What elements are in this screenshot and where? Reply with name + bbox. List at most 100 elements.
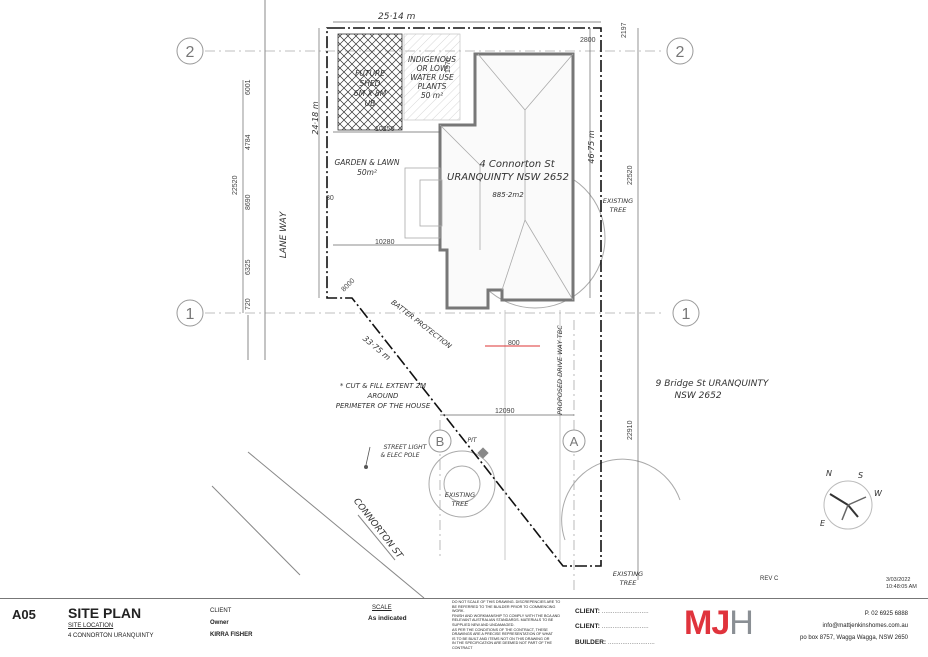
print-date: 3/03/2022 — [886, 577, 910, 583]
shed-label-3: 6M X 8M — [354, 89, 387, 98]
sign-client-1-line: .......................... — [601, 608, 649, 615]
dim-10250: 10250 — [375, 126, 395, 133]
sign-client-1-label: CLIENT: — [575, 608, 600, 615]
shed-label-2: SHED — [360, 79, 381, 88]
house-address-line1: 4 Connorton St — [479, 159, 555, 170]
cut-fill-label-3: PERIMETER OF THE HOUSE — [336, 402, 431, 410]
existing-tree-front — [428, 450, 496, 518]
north-point-compass-icon: N W S E — [820, 469, 883, 530]
mjh-logo: MJH — [684, 604, 754, 642]
plants-label-5: 50 m² — [421, 91, 443, 100]
note-line: WORK. — [452, 609, 465, 614]
sheet-title: SITE PLAN — [68, 605, 142, 621]
house-area: 885·2m2 — [492, 191, 524, 199]
grid-bubble-2-right — [666, 37, 694, 65]
company-email[interactable]: info@mattjenkinshomes.com.au — [822, 623, 908, 629]
left-boundary-dim: 24·18 m — [311, 101, 320, 134]
dim-1976: 1976 — [445, 57, 452, 73]
dim-8690: 8690 — [245, 194, 252, 210]
logo-h: H — [729, 604, 754, 642]
plants-label-1: INDIGENOUS — [408, 55, 456, 64]
grid-bubble-2-left — [176, 37, 204, 65]
note-line: IS TO BE BUILT AND ITEMS NOT ON THIS DRA… — [452, 636, 550, 641]
note-line: DRAWINGS ARE A PRECISE REPRESENTATION OF… — [452, 632, 553, 637]
sign-client-2-label: CLIENT: — [575, 623, 600, 630]
site-plan-drawing: 2 2 1 1 B A — [176, 0, 917, 598]
cut-fill-label-2: AROUND — [367, 392, 400, 400]
driveway — [485, 310, 561, 560]
pit-icon — [477, 447, 489, 459]
roof-lines — [404, 53, 574, 301]
grid-bubble-b — [428, 429, 452, 453]
dim-10280: 10280 — [375, 239, 395, 246]
pit-label: PIT — [467, 437, 477, 444]
logo-j: J — [711, 604, 730, 642]
batter-protection-label: BATTER PROTECTION — [389, 298, 453, 351]
scale-label: SCALE — [372, 605, 392, 611]
sheet-location: 4 CONNORTON URANQUINTY — [68, 633, 154, 639]
tree-label-front-2: TREE — [452, 500, 470, 508]
sign-builder: BUILDER: .......................... — [575, 639, 655, 646]
sign-builder-label: BUILDER: — [575, 639, 607, 646]
owner-name: KIRRA FISHER — [210, 632, 253, 638]
street-light-icon — [364, 465, 368, 469]
grid-label-2-left: 2 — [186, 44, 195, 61]
dim-6001: 6001 — [245, 79, 252, 95]
street-name-label: CONNORTON ST — [351, 497, 405, 562]
compass-n: N — [826, 469, 832, 478]
tree-label-corner-2: TREE — [620, 579, 638, 587]
compass-s: S — [858, 471, 863, 480]
street-light-label-1: STREET LIGHT — [384, 444, 428, 451]
grid-bubble-1-left — [176, 299, 204, 327]
grid-label-1-right: 1 — [682, 306, 691, 323]
site-boundary — [326, 27, 602, 567]
plants-label-3: WATER USE — [410, 73, 454, 82]
front-boundary-dim: 33·75 m — [361, 334, 392, 362]
grid-bubble-a — [562, 429, 586, 453]
dim-30: 30 — [326, 195, 334, 202]
drawing-notes: DO NOT SCALE OF THIS DRAWING. DISCREPENC… — [452, 600, 560, 651]
dim-22520-right: 22520 — [627, 165, 634, 185]
tree-canopy-corner — [561, 458, 681, 541]
tree-label-right-1: EXISTING — [603, 197, 633, 205]
dimension-lines — [242, 21, 639, 580]
scale-value: As indicated — [368, 615, 407, 622]
dim-22910: 22910 — [627, 420, 634, 440]
neighbour-address-1: 9 Bridge St URANQUINTY — [656, 379, 770, 389]
tree-label-corner-1: EXISTING — [613, 570, 643, 578]
print-time: 10:48:05 AM — [886, 584, 917, 590]
grid-label-a: A — [570, 434, 579, 449]
note-line: CONTRACT — [452, 645, 473, 650]
note-line: BE REFERRED TO THE BUILDER PRIOR TO COMM… — [452, 604, 556, 609]
right-boundary-dim: 46·75 m — [587, 130, 596, 163]
tree-trunk-ring — [443, 465, 481, 503]
dim-800: 800 — [508, 340, 520, 347]
garden-label-2: 50m² — [357, 168, 377, 177]
plants-label-2: OR LOW — [417, 64, 448, 73]
note-line: SUPPLIED NEW AND UNDAMAGED. — [452, 622, 515, 627]
dim-12090: 12090 — [495, 408, 515, 415]
company-phone: P. 02 6925 6888 — [864, 611, 908, 617]
dim-8000: 8000 — [340, 277, 356, 293]
note-line: DO NOT SCALE OF THIS DRAWING. DISCREPENC… — [452, 600, 561, 604]
road-lines — [211, 0, 425, 598]
sign-builder-line: .......................... — [607, 639, 655, 646]
plants-label-4: PLANTS — [418, 82, 447, 91]
sheet-number: A05 — [12, 607, 36, 622]
future-shed-area — [337, 33, 403, 131]
dim-22520-left: 22520 — [232, 175, 239, 195]
street-light-label-2: & ELEC POLE — [380, 452, 419, 459]
company-address: po box 8757, Wagga Wagga, NSW 2650 — [800, 635, 908, 641]
note-line: RELEVANT AUSTRALIAN STANDARDS. MATERIALS… — [452, 618, 554, 623]
cut-fill-label-1: * CUT & FILL EXTENT 2M — [340, 382, 426, 390]
sheet-subtitle: SITE LOCATION — [68, 623, 114, 629]
logo-m: M — [684, 604, 712, 642]
driveway-label: PROPOSED DRIVE WAY TBC — [556, 325, 564, 415]
planting-area — [403, 33, 461, 121]
grid-label-1-left: 1 — [186, 306, 195, 323]
client-label: CLIENT — [210, 608, 232, 614]
sign-client-2: CLIENT: .......................... — [575, 623, 649, 630]
compass-e: E — [820, 519, 826, 528]
owner-label: Owner — [210, 620, 229, 626]
note-line: IN THE SPECIFICATION ARE DEEMED NOT PART… — [452, 641, 552, 646]
